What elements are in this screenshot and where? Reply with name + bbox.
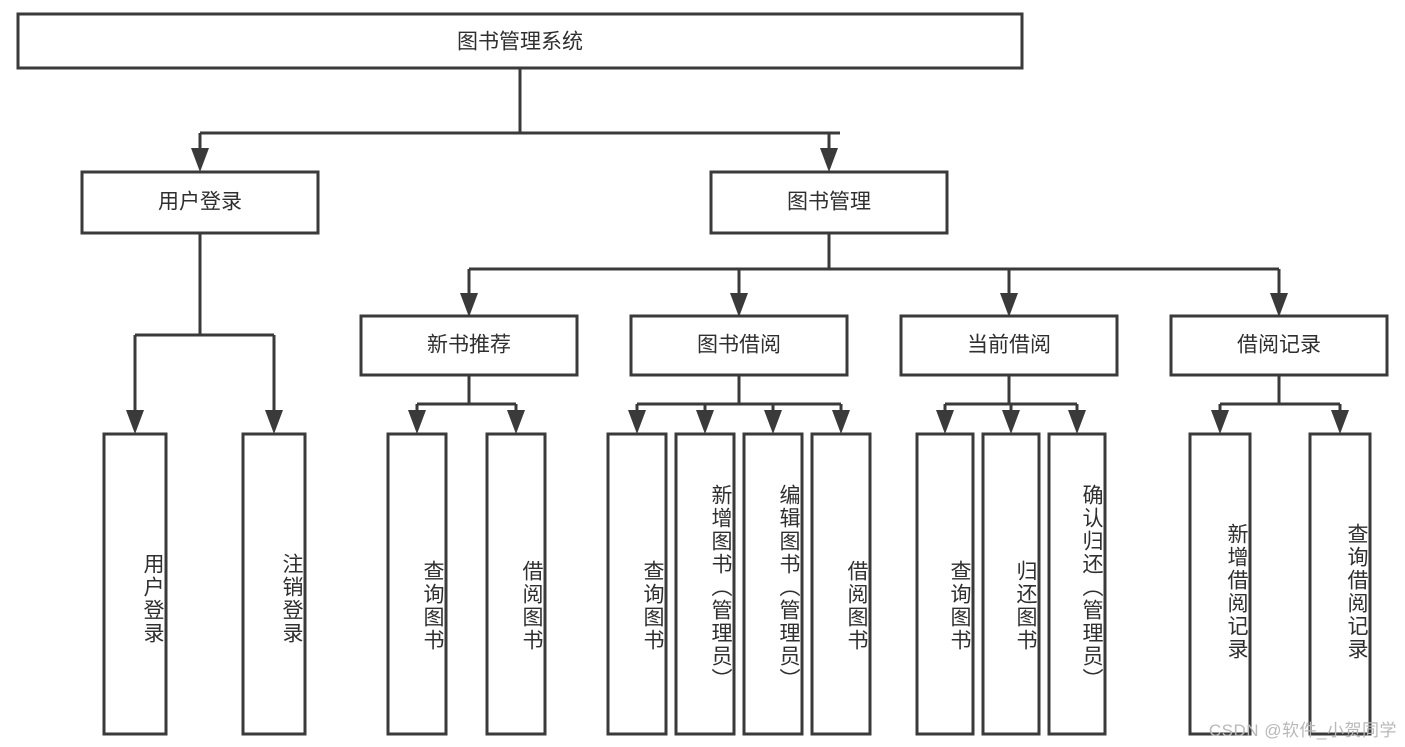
arrowhead-current-borrow bbox=[1000, 293, 1018, 317]
connector-new-book-recommend-to-leaves bbox=[408, 375, 525, 434]
connector-current-borrow-to-leaves bbox=[936, 375, 1086, 434]
connector-book-borrow-to-leaves bbox=[628, 375, 850, 434]
arrowhead-leaf-borrow-book-1 bbox=[507, 410, 525, 434]
node-new-book-recommend-label: 新书推荐 bbox=[427, 334, 511, 357]
leaf-boxes bbox=[102, 432, 1372, 736]
node-leaf-user-logout-box[interactable] bbox=[241, 432, 307, 736]
node-user-login[interactable]: 用户登录 bbox=[80, 170, 320, 235]
node-leaf-query-book-2-box[interactable] bbox=[606, 432, 668, 736]
node-current-borrow-label: 当前借阅 bbox=[967, 334, 1051, 357]
node-new-book-recommend[interactable]: 新书推荐 bbox=[359, 314, 579, 377]
node-book-management[interactable]: 图书管理 bbox=[709, 170, 949, 235]
node-root-label: 图书管理系统 bbox=[457, 31, 583, 54]
arrowhead-leaf-query-book-2 bbox=[628, 410, 646, 434]
arrowhead-user-login bbox=[191, 148, 209, 172]
node-leaf-query-borrow-record-box[interactable] bbox=[1308, 432, 1372, 736]
arrowhead-book-borrow bbox=[730, 293, 748, 317]
node-leaf-borrow-book-1-box[interactable] bbox=[485, 432, 547, 736]
arrowhead-new-book-recommend bbox=[460, 293, 478, 317]
node-leaf-borrow-book-2-box[interactable] bbox=[810, 432, 872, 736]
node-borrow-record[interactable]: 借阅记录 bbox=[1169, 314, 1389, 377]
node-book-borrow[interactable]: 图书借阅 bbox=[629, 314, 849, 377]
node-current-borrow-box[interactable] bbox=[899, 314, 1119, 377]
arrowhead-leaf-query-borrow-record bbox=[1331, 410, 1349, 434]
arrowhead-leaf-user-login bbox=[126, 410, 144, 434]
node-leaf-query-book-1-box[interactable] bbox=[386, 432, 448, 736]
connector-book-management-to-level3 bbox=[460, 233, 1288, 317]
node-leaf-edit-book-admin-box[interactable] bbox=[742, 432, 804, 736]
node-user-login-label: 用户登录 bbox=[158, 191, 242, 214]
node-current-borrow[interactable]: 当前借阅 bbox=[899, 314, 1119, 377]
arrowhead-leaf-query-book-3 bbox=[936, 410, 954, 434]
node-leaf-add-borrow-record-box[interactable] bbox=[1188, 432, 1252, 736]
node-book-borrow-box[interactable] bbox=[629, 314, 849, 377]
connector-borrow-record-to-leaves bbox=[1211, 375, 1349, 434]
arrowhead-leaf-query-book-1 bbox=[408, 410, 426, 434]
arrowhead-leaf-user-logout bbox=[265, 410, 283, 434]
node-leaf-return-book-box[interactable] bbox=[981, 432, 1041, 736]
arrowhead-leaf-add-borrow-record bbox=[1211, 410, 1229, 434]
node-book-management-box[interactable] bbox=[709, 170, 949, 235]
node-leaf-user-login-box[interactable] bbox=[102, 432, 168, 736]
node-borrow-record-label: 借阅记录 bbox=[1237, 334, 1321, 357]
node-root[interactable]: 图书管理系统 bbox=[16, 12, 1024, 70]
node-new-book-recommend-box[interactable] bbox=[359, 314, 579, 377]
arrowhead-leaf-confirm-return-admin bbox=[1068, 410, 1086, 434]
node-root-box[interactable] bbox=[16, 12, 1024, 70]
node-leaf-confirm-return-admin-box[interactable] bbox=[1047, 432, 1107, 736]
arrowhead-book-management bbox=[820, 148, 838, 172]
node-leaf-add-book-admin-box[interactable] bbox=[674, 432, 736, 736]
node-user-login-box[interactable] bbox=[80, 170, 320, 235]
arrowhead-leaf-edit-book-admin bbox=[764, 410, 782, 434]
arrowhead-leaf-add-book-admin bbox=[696, 410, 714, 434]
node-book-borrow-label: 图书借阅 bbox=[697, 334, 781, 357]
csdn-watermark: CSDN @软件_小贺同学 bbox=[1208, 721, 1397, 740]
arrowhead-leaf-return-book bbox=[1002, 410, 1020, 434]
arrowhead-leaf-borrow-book-2 bbox=[832, 410, 850, 434]
arrowhead-borrow-record bbox=[1270, 293, 1288, 317]
node-leaf-query-book-3-box[interactable] bbox=[915, 432, 975, 736]
connector-root-to-level2 bbox=[191, 68, 840, 172]
node-borrow-record-box[interactable] bbox=[1169, 314, 1389, 377]
node-book-management-label: 图书管理 bbox=[787, 191, 871, 214]
connector-user-login-to-leaves bbox=[126, 233, 283, 434]
